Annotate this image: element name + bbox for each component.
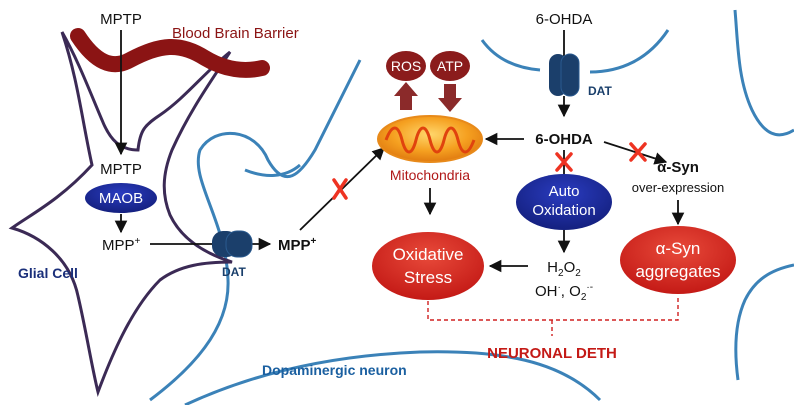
membrane-top-right-curve — [589, 29, 670, 74]
h2o2-label: H2O2 — [547, 259, 581, 279]
mitochondria-icon — [377, 115, 483, 163]
bbb-label: Blood Brain Barrier — [172, 25, 299, 42]
dat-left-label: DAT — [222, 265, 246, 279]
asyn-label: α-Syn — [657, 159, 699, 176]
ohda-top-label: 6-OHDA — [536, 11, 593, 28]
atp-ellipse — [430, 51, 470, 81]
ros-label: ROS — [391, 58, 421, 74]
auto-oxidation-line2: Oxidation — [532, 202, 595, 219]
dat-right-transporter — [549, 53, 580, 97]
mpp-outer-label: MPP+ — [278, 236, 317, 254]
asyn-aggregates-ellipse — [620, 226, 736, 294]
membrane-right-lower-curve — [734, 263, 794, 381]
dat-right-label: DAT — [588, 84, 612, 98]
neuronal-death-bracket — [427, 295, 679, 336]
neuronal-death-label: NEURONAL DETH — [487, 345, 617, 362]
atp-down-block-arrow — [438, 84, 462, 112]
membrane-bottom-curve — [184, 350, 602, 405]
block-x-mpp — [332, 178, 348, 200]
ohda-center-label: 6-OHDA — [535, 131, 593, 148]
overexpression-label: over-expression — [632, 180, 725, 195]
oxidative-line1: Oxidative — [393, 245, 464, 264]
auto-oxidation-line1: Auto — [549, 183, 580, 200]
dat-left-transporter — [212, 230, 253, 258]
neuron-membrane — [149, 9, 794, 405]
dopaminergic-neuron-label: Dopaminergic neuron — [262, 362, 407, 378]
glial-cell-label: Glial Cell — [18, 265, 78, 281]
mpp-inner-label: MPP+ — [102, 236, 141, 254]
blood-brain-barrier — [70, 28, 270, 78]
maob-ellipse — [85, 183, 157, 213]
membrane-small-top-curve — [244, 163, 301, 177]
ros-ellipse — [386, 51, 426, 81]
glial-cell-outline — [8, 31, 233, 398]
membrane-left-curve — [149, 59, 362, 402]
asyn-agg-line1: α-Syn — [656, 239, 701, 258]
auto-oxidation-ellipse — [516, 174, 612, 230]
block-x-asyn — [629, 142, 647, 162]
radicals-label: OH·, O2·- — [535, 282, 593, 303]
mptp-inner-label: MPTP — [100, 161, 142, 178]
ohda-to-asyn-arrow — [603, 141, 668, 165]
mptp-top-label: MPTP — [100, 11, 142, 28]
maob-label: MAOB — [99, 190, 143, 207]
membrane-right-curve — [733, 9, 794, 137]
oxidative-line2: Stress — [404, 268, 452, 287]
block-x-autoox — [555, 152, 573, 172]
mitochondria-label: Mitochondria — [390, 167, 470, 183]
atp-label: ATP — [437, 58, 463, 74]
ros-up-block-arrow — [394, 82, 418, 110]
oxidative-stress-ellipse — [372, 232, 484, 300]
asyn-agg-line2: aggregates — [635, 262, 720, 281]
membrane-top-curve — [480, 39, 541, 72]
